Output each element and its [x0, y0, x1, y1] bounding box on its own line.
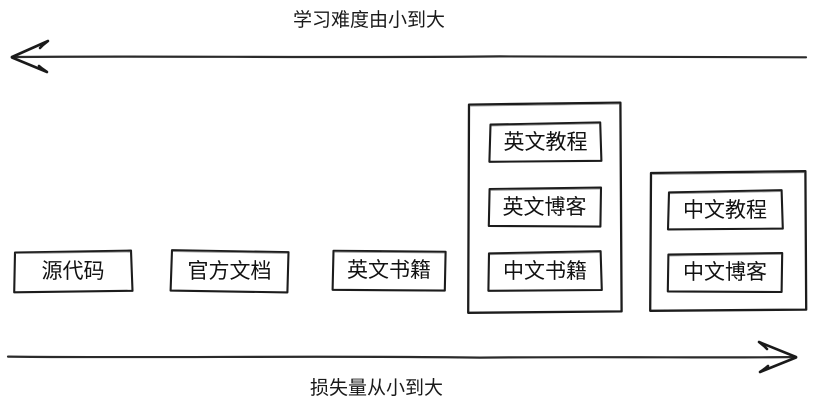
top-axis-arrow [10, 39, 808, 74]
node-label-english-tutorials: 英文教程 [503, 130, 588, 154]
node-label-source-code: 源代码 [41, 260, 105, 283]
node-label-official-docs: 官方文档 [187, 260, 272, 283]
node-box-official-docs[interactable] [169, 249, 290, 294]
node-box-english-blogs[interactable] [487, 186, 603, 228]
node-label-chinese-tutorials: 中文教程 [683, 198, 767, 222]
node-box-english-tutorials[interactable] [488, 121, 603, 163]
node-box-chinese-blogs[interactable] [666, 251, 784, 294]
node-label-english-blogs: 英文博客 [502, 195, 587, 219]
node-box-chinese-tutorials[interactable] [666, 189, 784, 231]
node-box-source-code[interactable] [13, 249, 134, 294]
bottom-axis-caption: 损失量从小到大 [310, 378, 444, 399]
top-axis-caption: 学习难度由小到大 [293, 10, 446, 31]
bottom-axis-arrow [6, 340, 798, 374]
node-label-english-books: 英文书籍 [347, 259, 431, 282]
node-box-chinese-books[interactable] [487, 250, 603, 292]
node-label-chinese-blogs: 中文博客 [683, 260, 767, 284]
node-box-english-books[interactable] [331, 249, 447, 292]
node-label-chinese-books: 中文书籍 [503, 259, 587, 283]
